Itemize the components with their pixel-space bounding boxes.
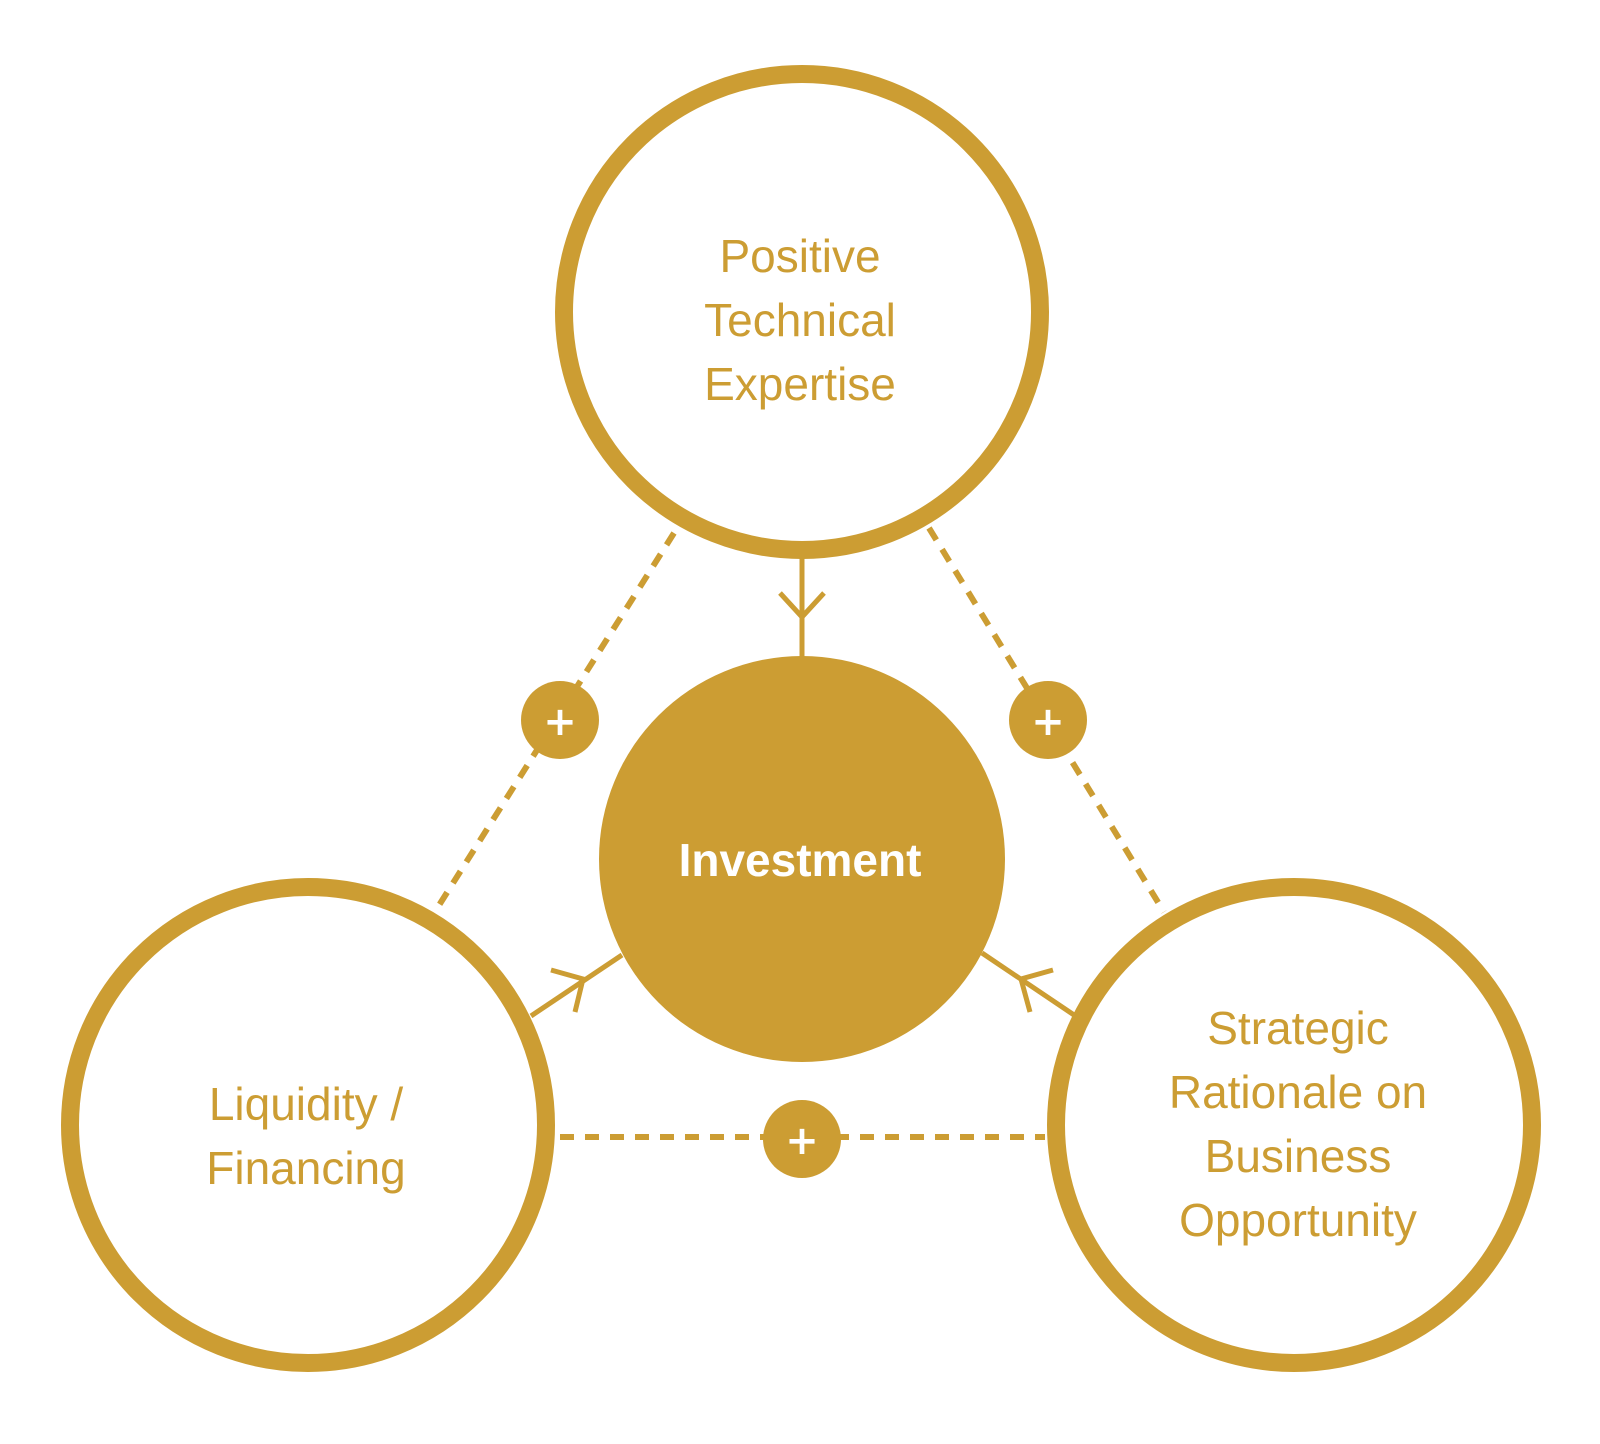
arrow-left-head xyxy=(550,967,586,1013)
node-left-label: Liquidity / Financing xyxy=(206,1078,405,1194)
node-top-label-line: Expertise xyxy=(704,358,896,410)
node-top-circle xyxy=(555,65,1049,559)
node-left-circle xyxy=(61,878,555,1372)
arrow-right-head xyxy=(1017,967,1054,1013)
center-label: Investment xyxy=(679,834,922,886)
node-top-label: Positive Technical Expertise xyxy=(704,230,896,410)
node-right-label-line: Strategic xyxy=(1207,1002,1389,1054)
node-right-label-line: Business xyxy=(1205,1130,1392,1182)
node-right-circle xyxy=(1047,878,1541,1372)
plus-icon: + xyxy=(543,699,577,745)
arrow-top-head xyxy=(778,591,826,621)
node-top-label-line: Positive xyxy=(719,230,880,282)
node-right-label-line: Rationale on xyxy=(1169,1066,1427,1118)
node-top-label-line: Technical xyxy=(704,294,896,346)
arrow-left-shaft xyxy=(529,952,624,1019)
plus-badge-bottom: + xyxy=(763,1100,841,1178)
plus-badge-top-right: + xyxy=(1009,681,1087,759)
plus-badges: + + + xyxy=(521,681,1087,1178)
plus-icon: + xyxy=(785,1118,819,1164)
arrow-right-shaft xyxy=(980,950,1076,1018)
outer-nodes xyxy=(61,65,1541,1372)
center-circle xyxy=(599,656,1005,1062)
node-right-label-line: Opportunity xyxy=(1179,1194,1417,1246)
influence-arrows xyxy=(529,555,1076,1019)
node-left-label-line: Financing xyxy=(206,1142,405,1194)
plus-badge-top-left: + xyxy=(521,681,599,759)
node-left-label-line: Liquidity / xyxy=(209,1078,404,1130)
plus-icon: + xyxy=(1031,699,1065,745)
node-right-label: Strategic Rationale on Business Opportun… xyxy=(1169,1002,1427,1246)
